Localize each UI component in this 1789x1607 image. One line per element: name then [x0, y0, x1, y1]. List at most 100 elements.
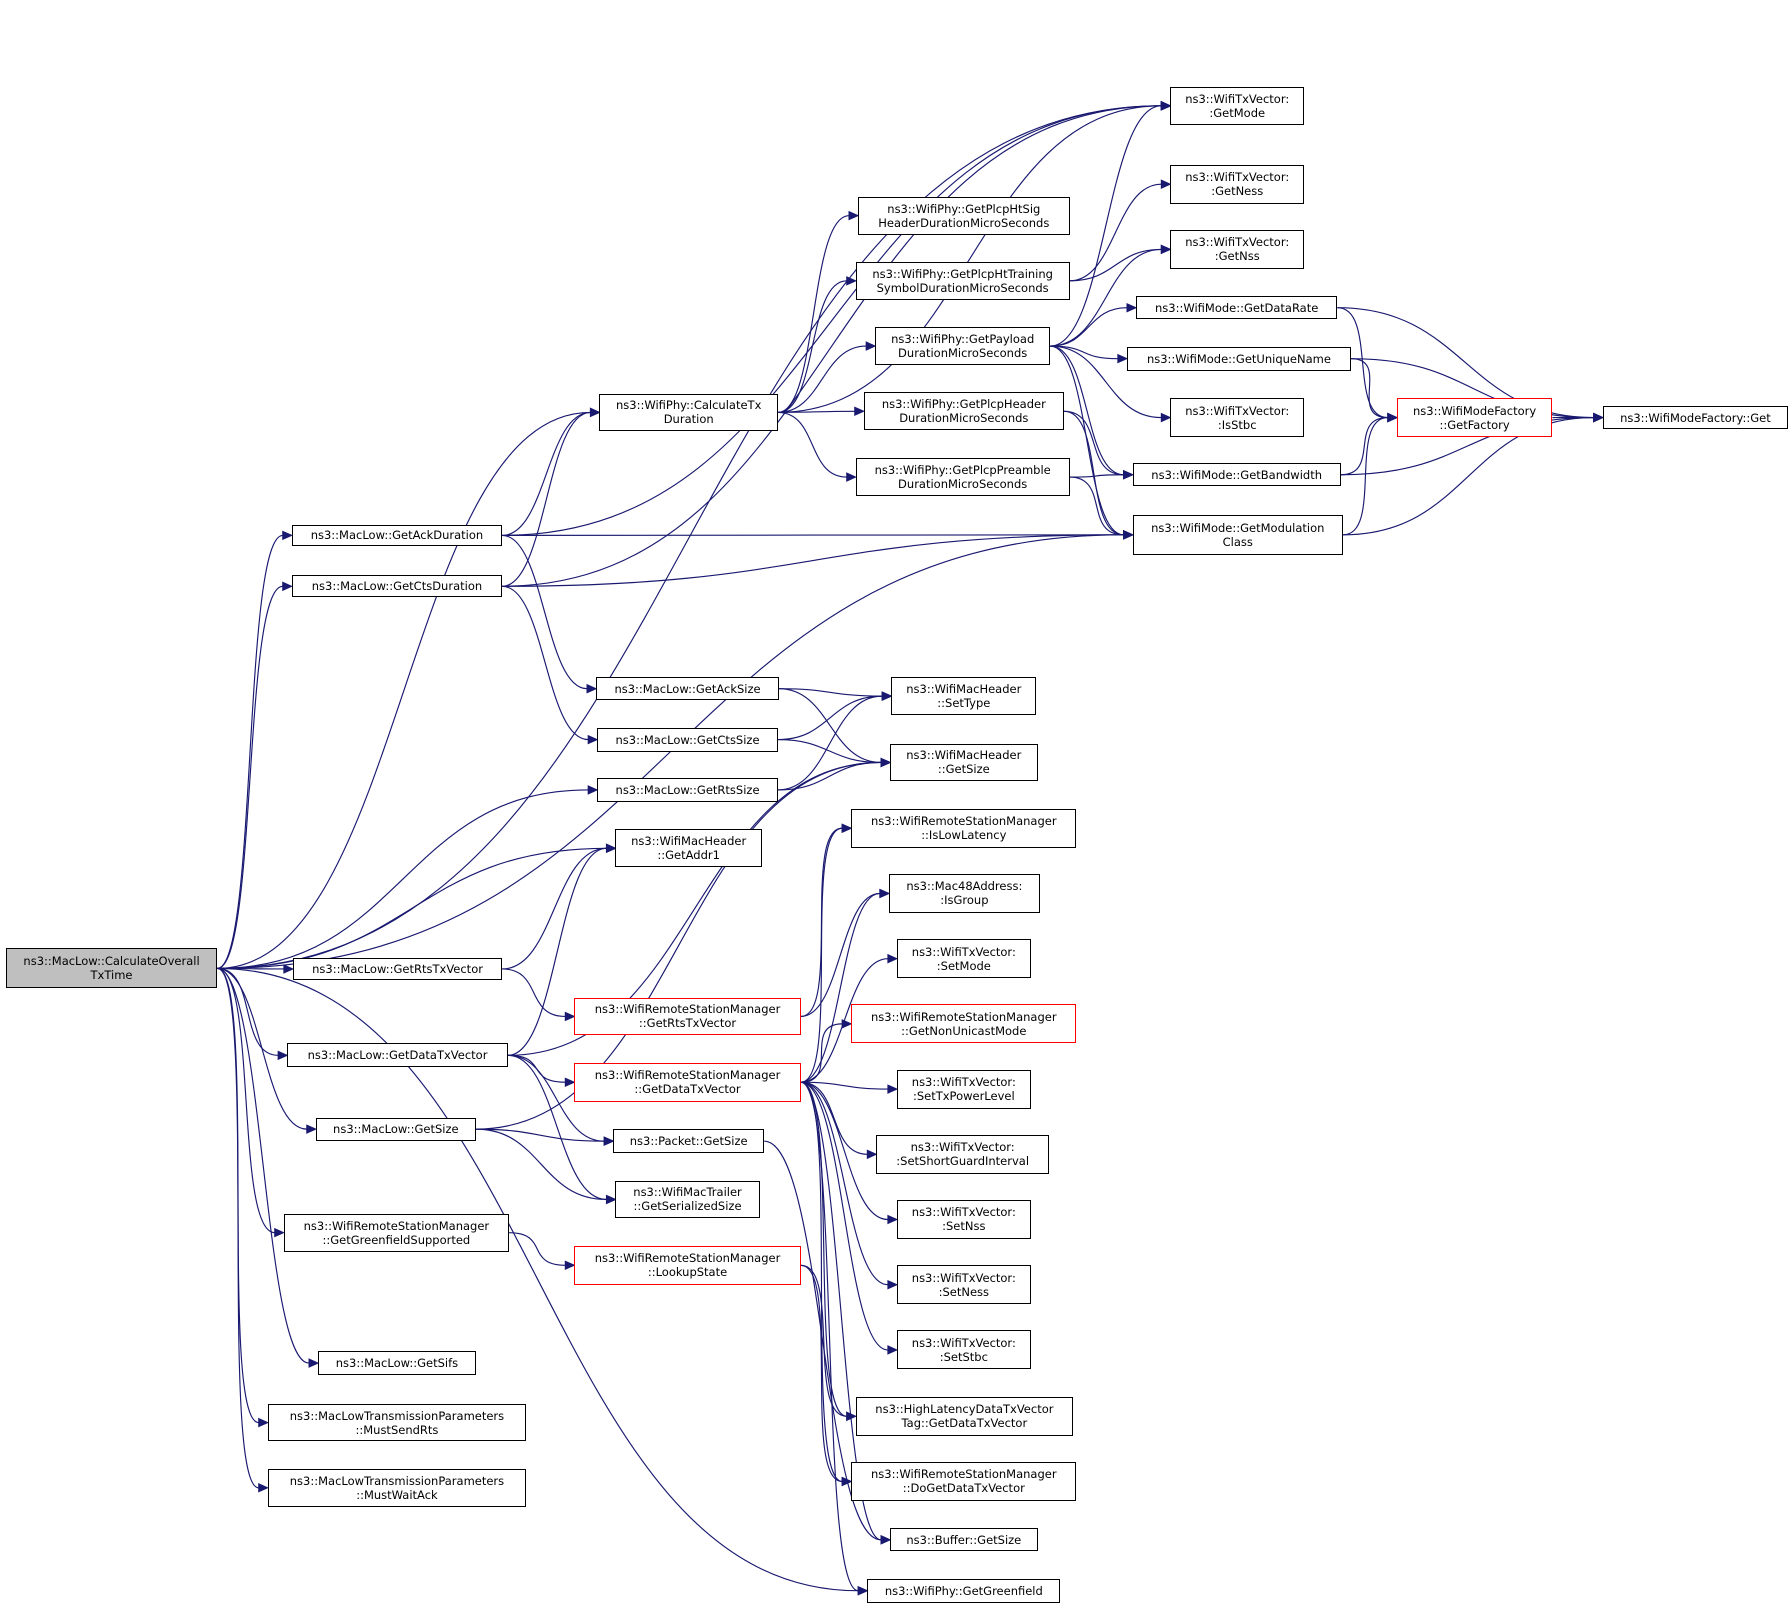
edge-mode-get-data-rate-to-mode-factory-get-factory: [1337, 307, 1388, 419]
node-get-non-unicast-mode[interactable]: ns3::WifiRemoteStationManager::GetNonUni…: [851, 1004, 1077, 1044]
node-set-stbc[interactable]: ns3::WifiTxVector::SetStbc: [896, 1330, 1031, 1370]
edge-calc-overall-to-get-ack-duration: [217, 534, 283, 969]
edge-get-payload-duration-to-txv-is-stbc: [1050, 345, 1162, 419]
node-get-cts-size[interactable]: ns3::MacLow::GetCtsSize: [597, 727, 778, 752]
edge-calc-tx-duration-to-get-plcp-ht-sig: [777, 215, 850, 413]
edge-wrsm-get-data-tx-vector-to-buffer-get-size: [800, 1081, 882, 1541]
node-label: ns3::WifiTxVector::SetTxPowerLevel: [912, 1075, 1016, 1103]
node-do-get-data-tx-vector[interactable]: ns3::WifiRemoteStationManager::DoGetData…: [851, 1462, 1077, 1501]
node-set-tx-power-level[interactable]: ns3::WifiTxVector::SetTxPowerLevel: [896, 1069, 1031, 1109]
node-header-get-size[interactable]: ns3::WifiMacHeader::GetSize: [890, 743, 1038, 782]
edge-mode-get-modulation-class-to-mode-factory-get-factory: [1343, 416, 1388, 536]
node-wrsm-get-rts-tx-vector[interactable]: ns3::WifiRemoteStationManager::GetRtsTxV…: [574, 997, 801, 1036]
node-get-greenfield-supported[interactable]: ns3::WifiRemoteStationManager::GetGreenf…: [283, 1213, 510, 1252]
arrowhead-icon: [564, 1077, 576, 1087]
node-get-ack-duration[interactable]: ns3::MacLow::GetAckDuration: [291, 525, 503, 546]
node-buffer-get-size[interactable]: ns3::Buffer::GetSize: [890, 1528, 1038, 1552]
edge-wrsm-get-data-tx-vector-to-is-group: [800, 892, 880, 1083]
node-txv-is-stbc[interactable]: ns3::WifiTxVector::IsStbc: [1170, 398, 1305, 437]
node-set-short-guard-interval[interactable]: ns3::WifiTxVector::SetShortGuardInterval: [876, 1134, 1050, 1174]
edge-mode-get-unique-name-to-mode-factory-get-factory: [1351, 358, 1388, 419]
node-label-line: ns3::WifiTxVector:: [911, 944, 1016, 959]
node-wrsm-get-data-tx-vector[interactable]: ns3::WifiRemoteStationManager::GetDataTx…: [574, 1062, 801, 1102]
node-label-line: ns3::MacLow::CalculateOverall: [23, 954, 200, 969]
node-is-group[interactable]: ns3::Mac48Address::IsGroup: [888, 874, 1040, 913]
edge-calc-overall-to-calc-tx-duration: [217, 411, 591, 969]
arrowhead-icon: [603, 1136, 615, 1146]
node-label: ns3::WifiTxVector::GetNess: [1185, 170, 1289, 198]
node-mode-get-unique-name[interactable]: ns3::WifiMode::GetUniqueName: [1126, 346, 1352, 371]
node-is-low-latency[interactable]: ns3::WifiRemoteStationManager::IsLowLate…: [851, 808, 1077, 848]
arrowhead-icon: [1117, 353, 1129, 364]
node-label-line: ns3::WifiMode::GetDataRate: [1155, 300, 1319, 315]
edge-calc-tx-duration-to-txv-get-mode: [777, 105, 1162, 413]
arrowhead-icon: [282, 530, 293, 541]
node-mode-get-data-rate[interactable]: ns3::WifiMode::GetDataRate: [1135, 296, 1338, 320]
node-must-wait-ack[interactable]: ns3::MacLowTransmissionParameters::MustW…: [267, 1468, 527, 1507]
node-trailer-get-serialized-size[interactable]: ns3::WifiMacTrailer::GetSerializedSize: [615, 1180, 760, 1219]
node-label-line: ns3::MacLow::GetAckSize: [614, 681, 761, 696]
edge-get-size-mac-low-to-trailer-get-serialized-size: [475, 1128, 607, 1201]
node-label: ns3::MacLowTransmissionParameters::MustW…: [290, 1474, 504, 1502]
edge-wrsm-get-data-tx-vector-to-set-tx-power-level: [800, 1081, 888, 1090]
edge-calc-overall-to-get-sifs: [217, 967, 310, 1364]
arrowhead-icon: [887, 1214, 899, 1225]
node-txv-get-ness[interactable]: ns3::WifiTxVector::GetNess: [1170, 164, 1305, 204]
arrowhead-icon: [887, 1084, 899, 1094]
node-mode-get-bandwidth[interactable]: ns3::WifiMode::GetBandwidth: [1132, 463, 1341, 487]
node-get-greenfield[interactable]: ns3::WifiPhy::GetGreenfield: [867, 1578, 1061, 1603]
node-label-line: Class: [1222, 534, 1253, 549]
node-get-rts-tx-vector[interactable]: ns3::MacLow::GetRtsTxVector: [292, 957, 503, 981]
edge-get-data-tx-vector-to-packet-get-size: [507, 1054, 605, 1142]
arrowhead-icon: [1387, 412, 1399, 423]
node-label: ns3::WifiModeFactory::Get: [1620, 411, 1771, 425]
node-packet-get-size[interactable]: ns3::Packet::GetSize: [613, 1129, 765, 1154]
node-get-cts-duration[interactable]: ns3::MacLow::GetCtsDuration: [291, 575, 503, 598]
node-set-ness[interactable]: ns3::WifiTxVector::SetNess: [896, 1265, 1031, 1305]
arrowhead-icon: [1160, 244, 1172, 255]
node-label-line: ns3::WifiTxVector:: [1185, 91, 1290, 106]
arrowhead-icon: [564, 1260, 576, 1271]
arrowhead-icon: [857, 1585, 869, 1596]
node-set-type[interactable]: ns3::WifiMacHeader::SetType: [891, 677, 1037, 715]
node-label-line: ns3::WifiTxVector:: [1185, 235, 1290, 250]
arrowhead-icon: [846, 472, 857, 482]
node-label: ns3::WifiRemoteStationManager::LookupSta…: [595, 1251, 781, 1279]
node-mode-factory-get-factory[interactable]: ns3::WifiModeFactory::GetFactory: [1396, 398, 1553, 437]
edge-wrsm-get-data-tx-vector-to-set-short-guard-interval: [800, 1081, 868, 1155]
node-get-sifs[interactable]: ns3::MacLow::GetSifs: [318, 1351, 476, 1376]
arrowhead-icon: [880, 757, 892, 768]
node-txv-get-mode[interactable]: ns3::WifiTxVector::GetMode: [1170, 86, 1305, 125]
node-get-ack-size[interactable]: ns3::MacLow::GetAckSize: [596, 677, 780, 701]
node-label-line: ns3::WifiRemoteStationManager: [871, 1467, 1057, 1482]
node-set-nss[interactable]: ns3::WifiTxVector::SetNss: [896, 1200, 1031, 1239]
node-label: ns3::WifiTxVector::GetNss: [1185, 235, 1289, 263]
arrowhead-icon: [587, 734, 599, 745]
node-get-size-mac-low[interactable]: ns3::MacLow::GetSize: [315, 1117, 476, 1141]
node-mode-factory-get[interactable]: ns3::WifiModeFactory::Get: [1602, 406, 1789, 429]
node-label: ns3::WifiTxVector::SetStbc: [912, 1336, 1016, 1364]
node-label-line: :SetShortGuardInterval: [896, 1154, 1030, 1169]
node-label-line: :SetStbc: [939, 1349, 988, 1364]
node-label: ns3::MacLow::GetSize: [333, 1122, 459, 1136]
node-lookup-state[interactable]: ns3::WifiRemoteStationManager::LookupSta…: [574, 1245, 801, 1285]
edge-get-cts-duration-to-calc-tx-duration: [502, 411, 591, 587]
node-txv-get-nss[interactable]: ns3::WifiTxVector::GetNss: [1170, 229, 1305, 269]
node-get-addr1[interactable]: ns3::WifiMacHeader::GetAddr1: [615, 829, 762, 868]
node-get-rts-size[interactable]: ns3::MacLow::GetRtsSize: [597, 777, 778, 802]
node-get-data-tx-vector[interactable]: ns3::MacLow::GetDataTxVector: [287, 1043, 508, 1068]
arrowhead-icon: [1160, 101, 1172, 111]
node-set-mode[interactable]: ns3::WifiTxVector::SetMode: [896, 939, 1031, 979]
arrowhead-icon: [589, 407, 601, 418]
node-must-send-rts[interactable]: ns3::MacLowTransmissionParameters::MustS…: [267, 1403, 527, 1442]
